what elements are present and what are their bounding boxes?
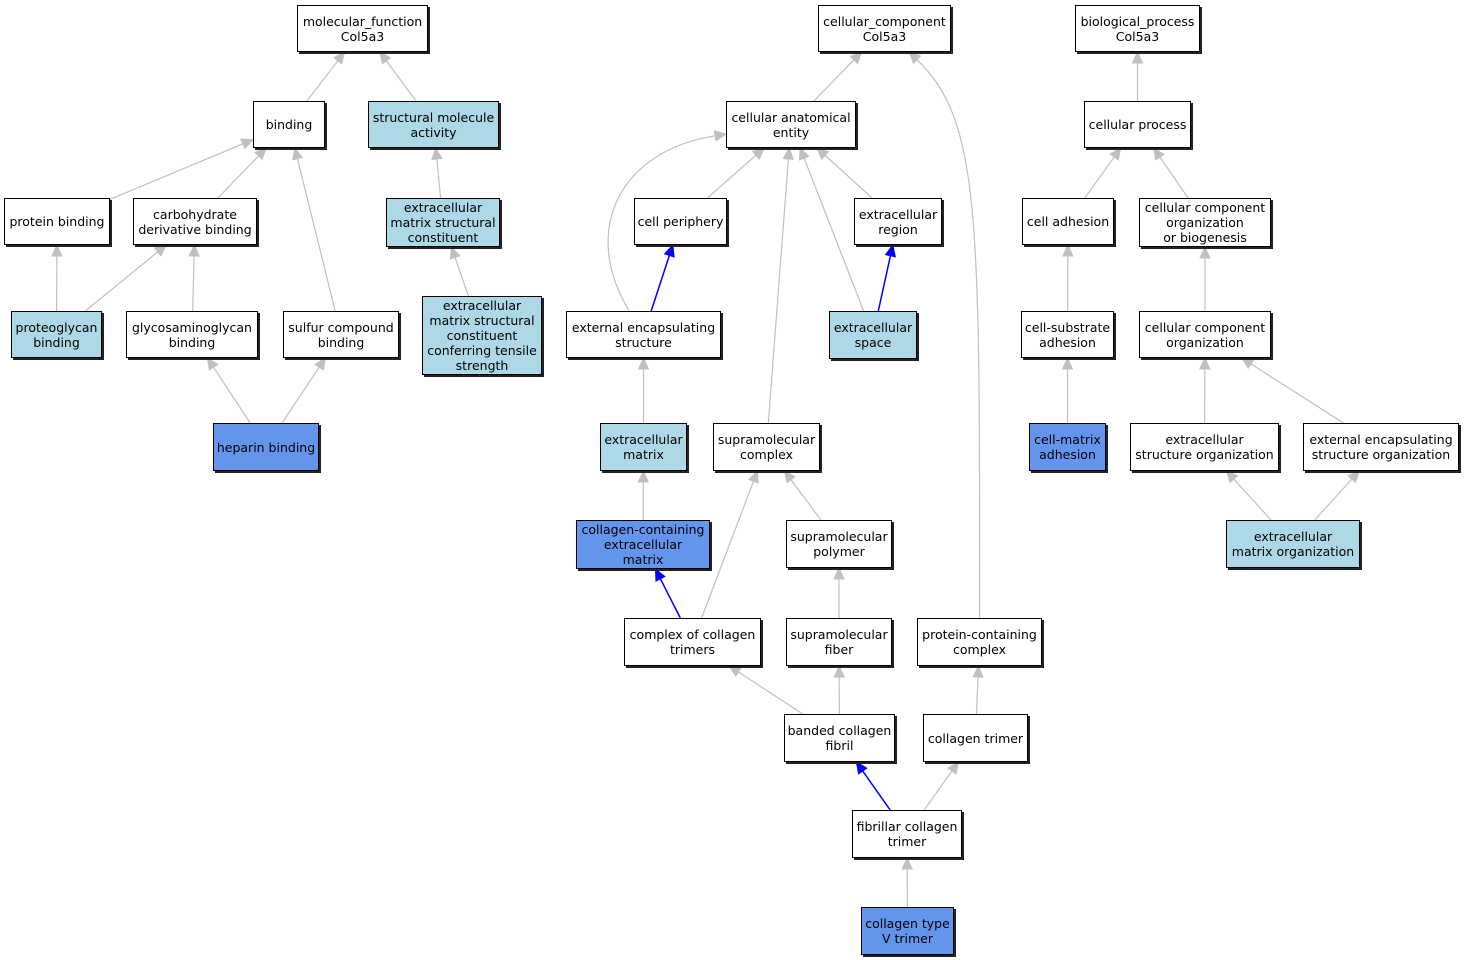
arrowhead-banded-to-suprafiber — [833, 664, 845, 678]
edge-cae-to-cc — [813, 58, 856, 102]
edge-banded-to-complexcoll — [737, 670, 804, 715]
edge-fibrillar-to-banded — [861, 769, 891, 811]
node-supramolecular-complex[interactable]: supramolecular complex — [713, 423, 820, 471]
node-ecm-tensile-strength[interactable]: extracellular matrix structural constitu… — [422, 296, 542, 375]
node-cellular-anatomical-entity[interactable]: cellular anatomical entity — [726, 101, 856, 148]
arrowhead-supracomplex-to-cae — [782, 146, 795, 160]
edge-ccob-to-cellproc — [1158, 155, 1189, 199]
edge-supracomplex-to-cae — [767, 157, 790, 424]
node-proteoglycan-binding[interactable]: proteoglycan binding — [11, 311, 102, 358]
arrowhead-suprapolymer-to-supracomplex — [783, 470, 796, 484]
node-cell-matrix-adhesion[interactable]: cell-matrix adhesion — [1029, 423, 1106, 471]
node-cell-periphery[interactable]: cell periphery — [634, 198, 727, 245]
edge-eeso-to-cco — [1249, 362, 1344, 424]
edge-sulfur-to-binding — [296, 157, 336, 312]
node-structural-molecule-activity[interactable]: structural molecule activity — [368, 101, 499, 148]
arrowhead-ecmsc-to-sma — [431, 146, 443, 161]
arrowhead-heparin-to-sulfur — [314, 356, 327, 371]
node-cell-substrate-adhesion[interactable]: cell-substrate adhesion — [1021, 311, 1114, 358]
edge-celladh-to-cellproc — [1084, 155, 1116, 199]
arrowhead-ccob-to-cellproc — [1153, 147, 1165, 161]
arrowhead-cellsub-to-celladh — [1062, 243, 1074, 257]
node-supramolecular-fiber[interactable]: supramolecular fiber — [786, 618, 892, 666]
node-complex-of-collagen-trimers[interactable]: complex of collagen trimers — [624, 618, 761, 666]
arrowhead-collagenecm-to-ecm — [637, 469, 650, 483]
edge-heparin-to-gag — [212, 366, 251, 424]
arrowhead-binding-to-mf — [332, 51, 346, 65]
node-extracellular-space[interactable]: extracellular space — [829, 311, 917, 359]
edge-carbo-to-binding — [217, 154, 260, 199]
edge-protbind-to-binding — [109, 142, 245, 200]
arrowhead-colltrimer-to-protcomplex — [972, 664, 984, 678]
node-glycosaminoglycan-binding[interactable]: glycosaminoglycan binding — [126, 311, 258, 358]
node-collagen-trimer[interactable]: collagen trimer — [923, 714, 1028, 762]
arrowhead-ecm-to-extenc — [637, 356, 650, 370]
edge-ecspace-to-cae — [803, 157, 865, 312]
arrowhead-gag-to-carbo — [188, 243, 200, 257]
edge-binding-to-mf — [306, 59, 339, 102]
node-fibrillar-collagen-trimer[interactable]: fibrillar collagen trimer — [852, 810, 962, 858]
edge-complexcoll-to-supracomplex — [701, 480, 755, 619]
arrowhead-banded-to-complexcoll — [728, 665, 743, 678]
edge-heparin-to-sulfur — [281, 365, 321, 424]
edge-proteo-to-carbo — [84, 250, 159, 312]
edge-fibrillar-to-colltrimer — [923, 769, 954, 811]
arrowhead-sma-to-mf — [379, 51, 392, 65]
node-ecm-structural-constituent[interactable]: extracellular matrix structural constitu… — [386, 198, 500, 247]
node-binding[interactable]: binding — [253, 101, 325, 148]
node-external-encapsulating-structure[interactable]: external encapsulating structure — [566, 311, 721, 358]
node-cellular-component-organization[interactable]: cellular component organization — [1139, 311, 1271, 358]
edge-suprapolymer-to-supracomplex — [789, 478, 822, 521]
node-cell-adhesion[interactable]: cell adhesion — [1022, 198, 1114, 245]
arrowhead-cellmatrix-to-cellsub — [1061, 356, 1074, 370]
node-extracellular-structure-organization[interactable]: extracellular structure organization — [1130, 423, 1279, 471]
edge-cellper-to-cae — [706, 154, 758, 199]
node-sulfur-compound-binding[interactable]: sulfur compound binding — [283, 311, 399, 358]
edge-ecmsc-to-sma — [436, 157, 442, 199]
node-cellular-process[interactable]: cellular process — [1084, 101, 1191, 148]
arrowhead-cco-to-ccob — [1199, 245, 1211, 259]
arrowhead-suprafiber-to-suprapolymer — [833, 566, 845, 580]
edge-ecregion-to-cae — [823, 154, 873, 199]
node-cellular-component-organization-or-biogenesis[interactable]: cellular component organization or bioge… — [1139, 198, 1271, 247]
arrowhead-eeso-to-cco — [1240, 357, 1255, 370]
arrowhead-ecso-to-cco — [1199, 356, 1211, 370]
arrowhead-fibrillar-to-banded — [855, 761, 868, 775]
node-supramolecular-polymer[interactable]: supramolecular polymer — [786, 520, 892, 568]
node-heparin-binding[interactable]: heparin binding — [213, 423, 319, 471]
node-biological-process[interactable]: biological_process Col5a3 — [1075, 5, 1200, 52]
arrowhead-heparin-to-gag — [206, 356, 219, 371]
edge-complexcoll-to-collagenecm — [659, 577, 681, 619]
node-molecular-function[interactable]: molecular_function Col5a3 — [297, 5, 428, 52]
edge-ecmo-to-ecso — [1232, 477, 1272, 521]
edge-extenc-to-cae — [607, 135, 717, 312]
node-collagen-containing-ecm[interactable]: collagen-containing extracellular matrix — [576, 520, 710, 569]
node-collagen-type-v-trimer[interactable]: collagen type V trimer — [861, 907, 954, 955]
arrowhead-cellproc-to-bp — [1131, 50, 1144, 64]
arrowhead-fibrillar-to-colltrimer — [946, 761, 960, 775]
arrowhead-proteo-to-protbind — [51, 243, 63, 257]
node-carbohydrate-derivative-binding[interactable]: carbohydrate derivative binding — [133, 198, 257, 245]
node-extracellular-region[interactable]: extracellular region — [854, 198, 942, 245]
edge-gag-to-carbo — [192, 254, 195, 312]
node-cellular-component[interactable]: cellular_component Col5a3 — [818, 5, 951, 52]
node-banded-collagen-fibril[interactable]: banded collagen fibril — [784, 714, 895, 762]
arrowhead-typev-to-fibrillar — [901, 856, 913, 870]
arrowhead-proteo-to-carbo — [153, 244, 168, 257]
edge-extenc-to-cellper — [650, 254, 671, 312]
edge-protcomplex-to-cc — [915, 58, 981, 619]
edge-ecmtensile-to-ecmsc — [454, 256, 469, 297]
edge-ecmo-to-eeso — [1314, 478, 1353, 521]
node-protein-binding[interactable]: protein binding — [4, 198, 110, 245]
node-extracellular-matrix[interactable]: extracellular matrix — [600, 423, 687, 471]
arrowhead-celladh-to-cellproc — [1109, 147, 1122, 161]
node-protein-containing-complex[interactable]: protein-containing complex — [917, 618, 1042, 666]
edge-colltrimer-to-protcomplex — [975, 675, 979, 715]
node-external-encapsulating-structure-organization[interactable]: external encapsulating structure organiz… — [1303, 423, 1459, 471]
edge-sma-to-mf — [385, 59, 417, 102]
node-extracellular-matrix-organization[interactable]: extracellular matrix organization — [1226, 520, 1360, 568]
edge-ecspace-to-ecregion — [877, 254, 892, 312]
